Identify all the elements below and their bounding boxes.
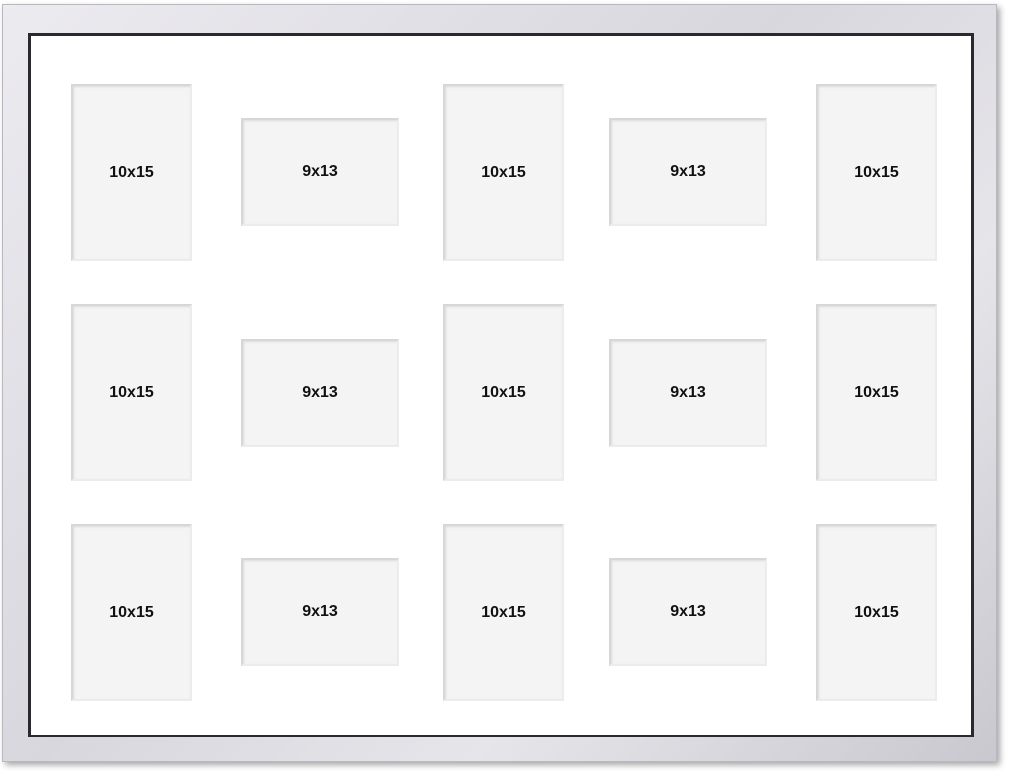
opening-size-label: 10x15 <box>481 603 526 621</box>
photo-opening-landscape: 9x13 <box>609 339 767 447</box>
photo-opening-landscape: 9x13 <box>609 118 767 226</box>
opening-size-label: 9x13 <box>670 384 706 401</box>
opening-size-label: 10x15 <box>109 383 154 401</box>
opening-size-label: 9x13 <box>302 163 338 180</box>
opening-size-label: 10x15 <box>109 163 154 181</box>
photo-opening-landscape: 9x13 <box>241 558 399 666</box>
opening-size-label: 10x15 <box>854 383 899 401</box>
photo-opening-portrait: 10x15 <box>443 524 564 701</box>
opening-size-label: 9x13 <box>302 603 338 620</box>
photo-opening-portrait: 10x15 <box>443 304 564 481</box>
frame-inner-edge: 10x15 9x13 10x15 9x13 10x15 10x15 9x13 <box>28 33 974 737</box>
opening-size-label: 10x15 <box>109 603 154 621</box>
opening-size-label: 9x13 <box>670 163 706 180</box>
photo-opening-landscape: 9x13 <box>241 118 399 226</box>
photo-opening-portrait: 10x15 <box>816 84 937 261</box>
opening-size-label: 10x15 <box>854 603 899 621</box>
opening-size-label: 10x15 <box>854 163 899 181</box>
picture-frame: 10x15 9x13 10x15 9x13 10x15 10x15 9x13 <box>2 4 997 762</box>
photo-opening-landscape: 9x13 <box>241 339 399 447</box>
photo-opening-portrait: 10x15 <box>816 304 937 481</box>
opening-size-label: 10x15 <box>481 163 526 181</box>
opening-size-label: 9x13 <box>670 603 706 620</box>
photo-opening-portrait: 10x15 <box>71 524 192 701</box>
opening-size-label: 9x13 <box>302 384 338 401</box>
photo-opening-portrait: 10x15 <box>443 84 564 261</box>
photo-opening-portrait: 10x15 <box>71 84 192 261</box>
photo-opening-portrait: 10x15 <box>816 524 937 701</box>
photo-mat: 10x15 9x13 10x15 9x13 10x15 10x15 9x13 <box>34 38 969 735</box>
opening-size-label: 10x15 <box>481 383 526 401</box>
photo-opening-portrait: 10x15 <box>71 304 192 481</box>
photo-opening-landscape: 9x13 <box>609 558 767 666</box>
